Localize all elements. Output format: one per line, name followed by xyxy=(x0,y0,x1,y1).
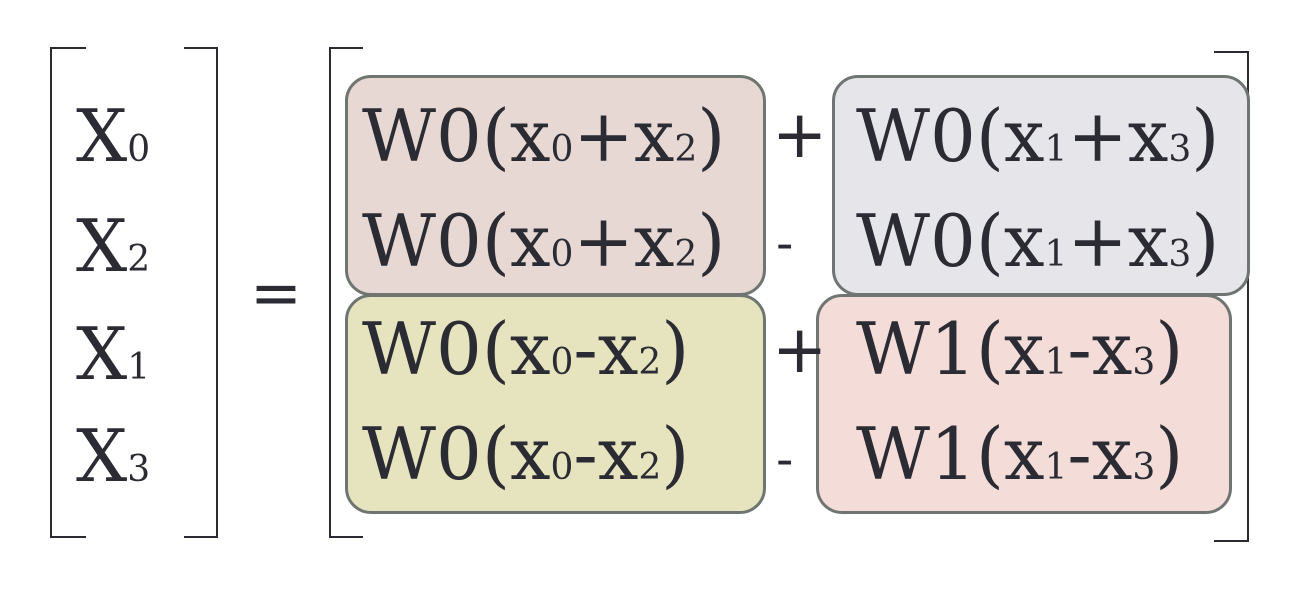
row4-operator: - xyxy=(776,432,794,488)
equals-sign: = xyxy=(250,256,302,329)
box-top-left xyxy=(345,75,766,296)
box-bottom-left xyxy=(345,294,766,514)
row2-operator: - xyxy=(776,216,794,272)
rhs-right-bracket xyxy=(1214,51,1249,542)
lhs-entry-3: X3 xyxy=(76,414,151,498)
rhs-left-bracket xyxy=(329,47,363,538)
lhs-entry-2: X1 xyxy=(76,312,151,396)
row3-left-term: W0(x0-x2) xyxy=(362,307,690,391)
box-bottom-right xyxy=(816,294,1232,514)
lhs-right-bracket xyxy=(184,47,218,538)
row1-left-term: W0(x0+x2) xyxy=(362,94,726,178)
lhs-entry-1: X2 xyxy=(76,204,151,288)
row1-right-term: W0(x1+x3) xyxy=(856,94,1220,178)
row4-left-term: W0(x0-x2) xyxy=(362,412,690,496)
lhs-entry-0: X0 xyxy=(76,94,151,178)
lhs-left-bracket xyxy=(50,47,86,538)
row2-right-term: W0(x1+x3) xyxy=(856,199,1220,283)
row1-operator: + xyxy=(772,96,828,173)
row3-right-term: W1(x1-x3) xyxy=(856,307,1184,391)
row4-right-term: W1(x1-x3) xyxy=(856,412,1184,496)
row3-operator: + xyxy=(772,311,828,388)
row2-left-term: W0(x0+x2) xyxy=(362,199,726,283)
